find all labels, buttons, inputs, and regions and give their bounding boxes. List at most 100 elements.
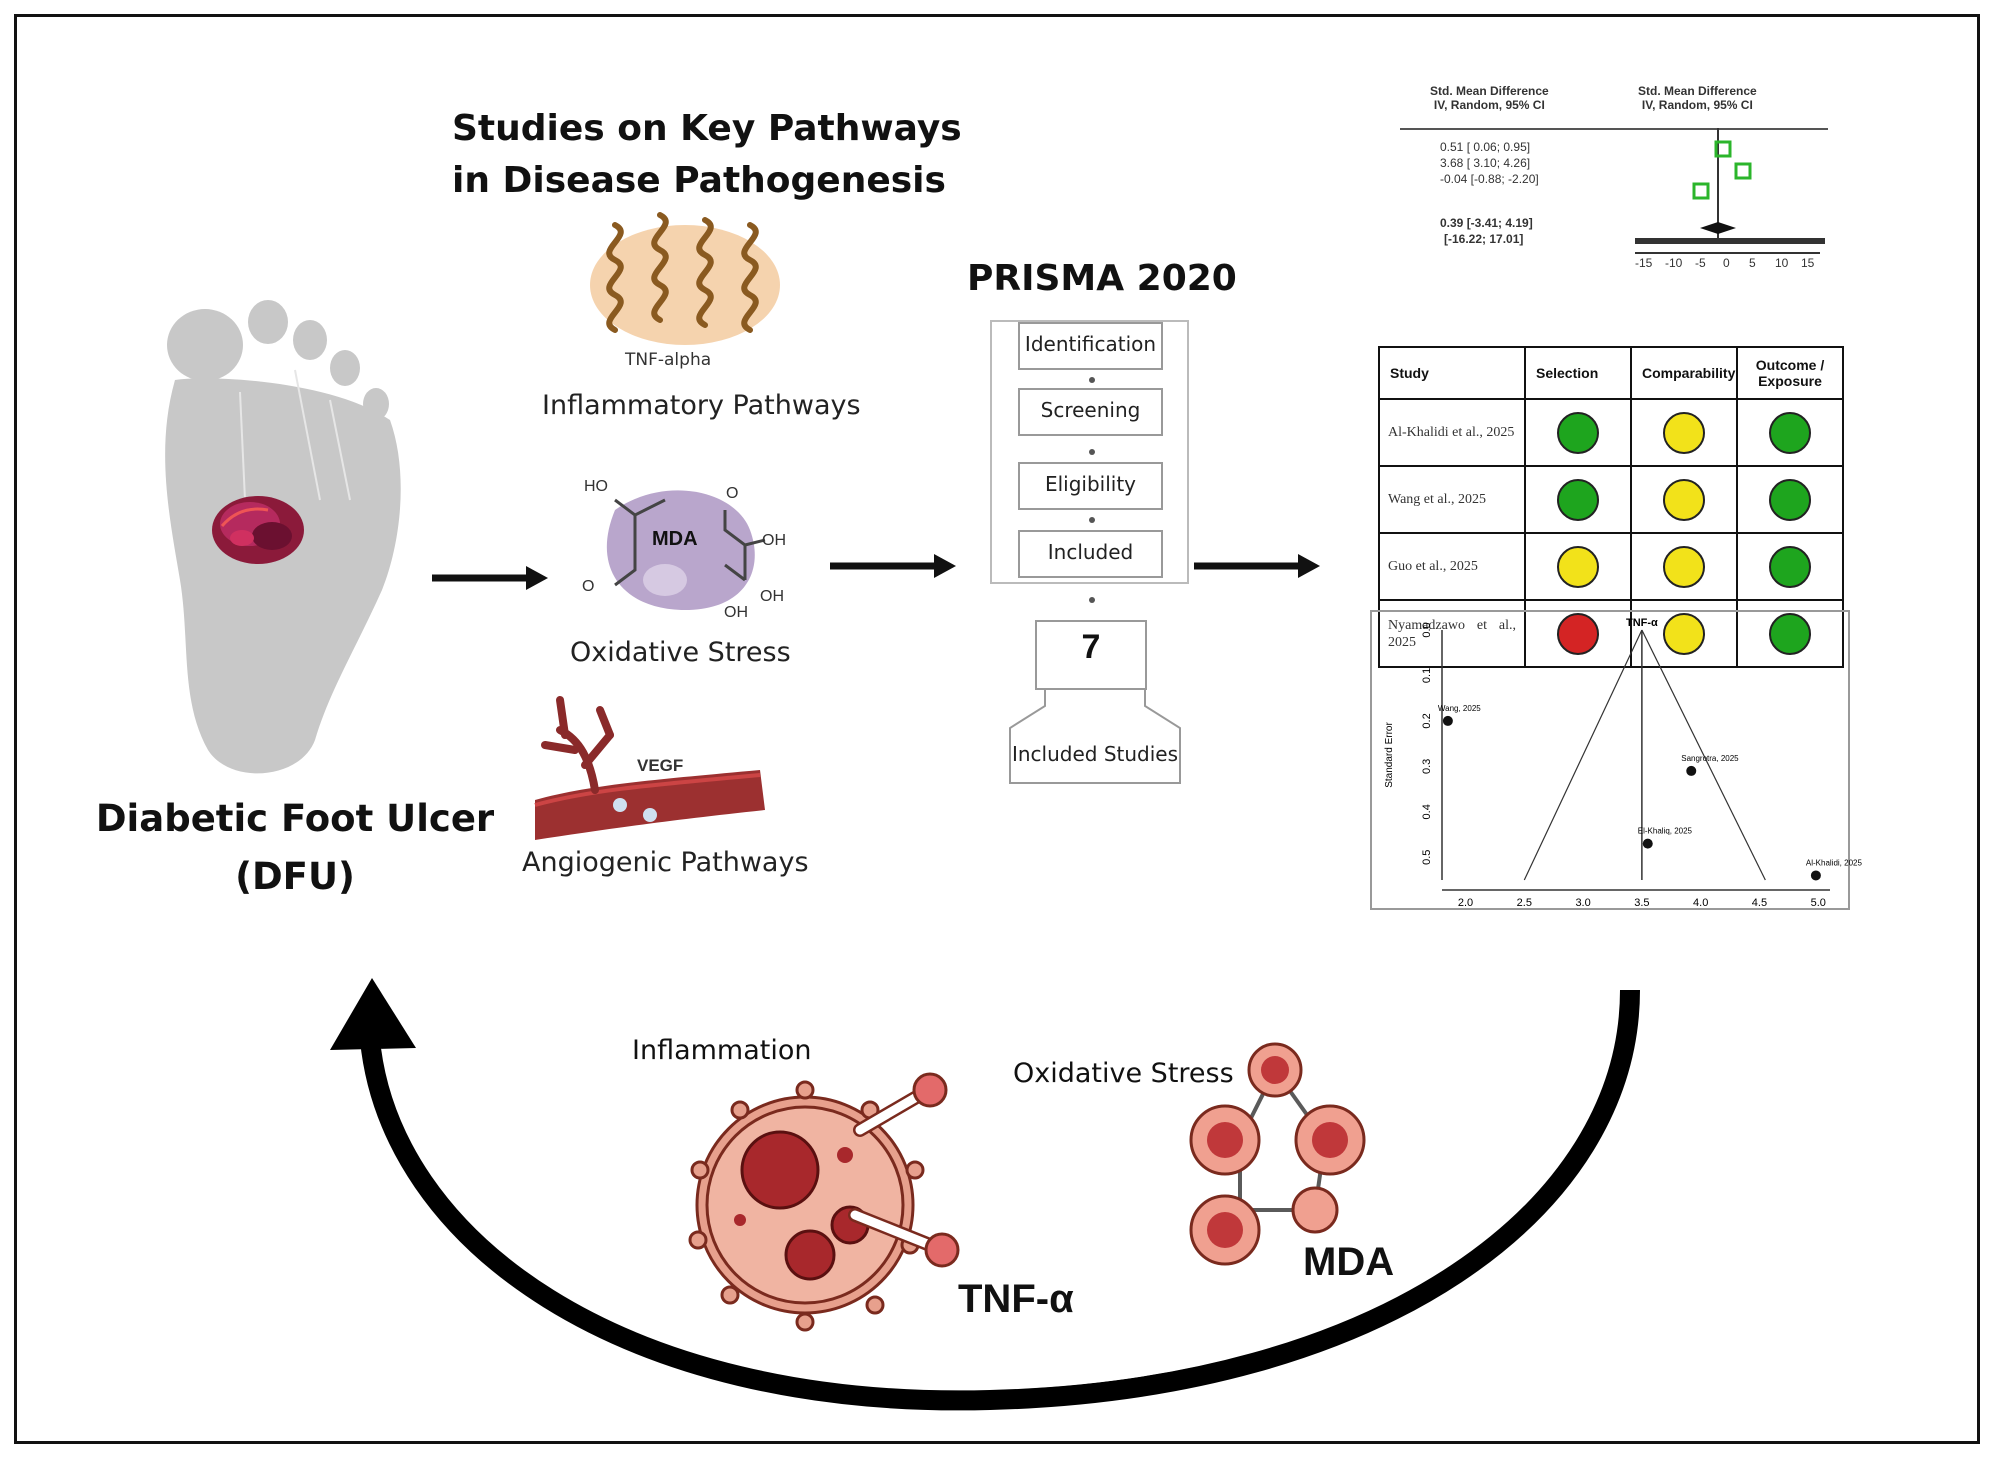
arrow-right-1 — [432, 566, 548, 590]
rob-dot — [1663, 478, 1705, 521]
prisma-step-identification: Identification — [1018, 322, 1163, 370]
pathways-title: Studies on Key Pathways in Disease Patho… — [452, 103, 962, 207]
funnel-y-tick: 0.3 — [1421, 759, 1433, 774]
rob-header-comparability: Comparability — [1630, 346, 1738, 400]
pathways-title-line1: Studies on Key Pathways — [452, 108, 962, 149]
funnel-x-tick: 4.0 — [1693, 897, 1708, 909]
forest-col1-header: Std. Mean Difference IV, Random, 95% CI — [1430, 84, 1549, 112]
funnel-left-bound — [1523, 629, 1643, 881]
funnel-plot-frame — [1370, 610, 1850, 910]
funnel-point — [1642, 838, 1653, 849]
inflammatory-pathways-label: Inflammatory Pathways — [542, 390, 861, 421]
mda-oh2: OH — [760, 588, 784, 605]
cycle-mda-label: MDA — [1303, 1240, 1395, 1284]
foot-illustration — [165, 300, 401, 774]
prisma-count: 7 — [1081, 628, 1101, 666]
oxidative-stress-label: Oxidative Stress — [570, 637, 791, 668]
rob-study-3: Guo et al., 2025 — [1378, 532, 1526, 601]
tnf-protein-icon — [590, 212, 780, 345]
rob-dot — [1769, 411, 1811, 454]
prisma-outer-box — [990, 320, 1189, 584]
forest-diamond — [1700, 222, 1736, 234]
rob-dot — [1557, 411, 1599, 454]
mda-molecule-label: MDA — [652, 528, 698, 550]
funnel-point-label: Wang, 2025 — [1438, 704, 1481, 713]
dfu-line2: (DFU) — [235, 855, 355, 898]
forest-axis: -15 -10 -5 0 5 10 15 — [1635, 254, 1825, 274]
rob-header-row: Study Selection Comparability Outcome / … — [1378, 346, 1844, 400]
funnel-point — [1442, 715, 1453, 726]
funnel-y-tick: 0.2 — [1421, 713, 1433, 728]
mda-oh1: OH — [762, 532, 786, 549]
rob-header-selection: Selection — [1524, 346, 1632, 400]
forest-tick-5: 5 — [1749, 256, 1756, 270]
forest-col2-header-line2: IV, Random, 95% CI — [1641, 98, 1753, 112]
forest-tick-3: -5 — [1695, 256, 1706, 270]
rob-row: Guo et al., 2025 — [1378, 532, 1844, 601]
cycle-arrowhead — [330, 978, 416, 1050]
forest-row-3: -0.04 [-0.88; -2.20] — [1440, 172, 1539, 186]
figure-frame — [14, 14, 1980, 1444]
mda-o1: O — [726, 485, 739, 502]
funnel-point — [1686, 765, 1697, 776]
arrow-right-2 — [830, 554, 956, 578]
ulcer-wound — [212, 496, 304, 564]
mda-oh3: OH — [724, 604, 748, 621]
mda-molecule-icon — [606, 490, 766, 610]
rob-header-outcome: Outcome / Exposure — [1736, 346, 1844, 400]
rob-dot — [1769, 612, 1811, 655]
forest-tick-6: 10 — [1775, 256, 1789, 270]
pathways-title-line2: in Disease Pathogenesis — [452, 160, 946, 201]
funnel-y-label: Standard Error — [1384, 722, 1395, 788]
rob-header-study: Study — [1378, 346, 1526, 400]
forest-tick-1: -15 — [1635, 256, 1653, 270]
funnel-x-tick: 5.0 — [1811, 897, 1826, 909]
forest-tick-4: 0 — [1723, 256, 1730, 270]
rob-dot — [1663, 612, 1705, 655]
funnel-point — [1810, 870, 1821, 881]
mda-cells-icon — [1189, 1042, 1366, 1266]
tnf-alpha-label: TNF-alpha — [625, 350, 712, 370]
funnel-point-label: El-Khaliq, 2025 — [1638, 827, 1693, 836]
prisma-included-studies: Included Studies — [1011, 742, 1179, 766]
rob-row: Wang et al., 2025 — [1378, 465, 1844, 534]
forest-col1-header-line1: Std. Mean Difference — [1430, 84, 1549, 98]
rob-study-2: Wang et al., 2025 — [1378, 465, 1526, 534]
risk-of-bias-table: Study Selection Comparability Outcome / … — [1378, 346, 1844, 668]
funnel-y-tick: 0.0 — [1421, 622, 1433, 637]
rob-study-1: Al-Khalidi et al., 2025 — [1378, 398, 1526, 467]
funnel-y-tick: 0.5 — [1421, 850, 1433, 865]
rob-dot — [1663, 545, 1705, 588]
forest-square-3 — [1692, 182, 1710, 200]
forest-plot: Std. Mean Difference IV, Random, 95% CI … — [1400, 82, 1828, 292]
blood-vessel-icon — [534, 696, 765, 840]
mda-o2: O — [582, 578, 595, 595]
forest-col1-header-line2: IV, Random, 95% CI — [1433, 98, 1545, 112]
rob-dot — [1557, 545, 1599, 588]
funnel-y-tick: 0.1 — [1421, 668, 1433, 683]
forest-col2-header: Std. Mean Difference IV, Random, 95% CI — [1638, 84, 1757, 112]
funnel-right-bound — [1641, 629, 1766, 881]
dfu-label: Diabetic Foot Ulcer (DFU) — [95, 790, 495, 906]
mda-ho: HO — [584, 478, 608, 495]
angiogenic-pathways-label: Angiogenic Pathways — [522, 847, 809, 878]
rob-dot — [1663, 411, 1705, 454]
cycle-tnf-label: TNF-α — [958, 1277, 1074, 1321]
prisma-step-eligibility: Eligibility — [1018, 462, 1163, 510]
vegf-label: VEGF — [637, 756, 684, 775]
dfu-line1: Diabetic Foot Ulcer — [95, 797, 495, 840]
forest-plot-graphic — [1635, 128, 1825, 254]
cycle-oxidative-label: Oxidative Stress — [1013, 1058, 1234, 1089]
cycle-inflammation-label: Inflammation — [632, 1035, 812, 1066]
forest-square-2 — [1734, 162, 1752, 180]
funnel-x-tick: 4.5 — [1752, 897, 1767, 909]
prisma-step-screening: Screening — [1018, 388, 1163, 436]
prisma-step-included: Included — [1018, 530, 1163, 578]
cycle-arrow — [330, 978, 1640, 1411]
forest-interval: [-16.22; 17.01] — [1444, 232, 1524, 246]
funnel-x-tick: 3.0 — [1575, 897, 1590, 909]
rob-dot — [1557, 478, 1599, 521]
prisma-title: PRISMA 2020 — [967, 258, 1237, 299]
funnel-x-tick: 2.5 — [1517, 897, 1532, 909]
forest-row-1: 0.51 [ 0.06; 0.95] — [1440, 140, 1531, 154]
